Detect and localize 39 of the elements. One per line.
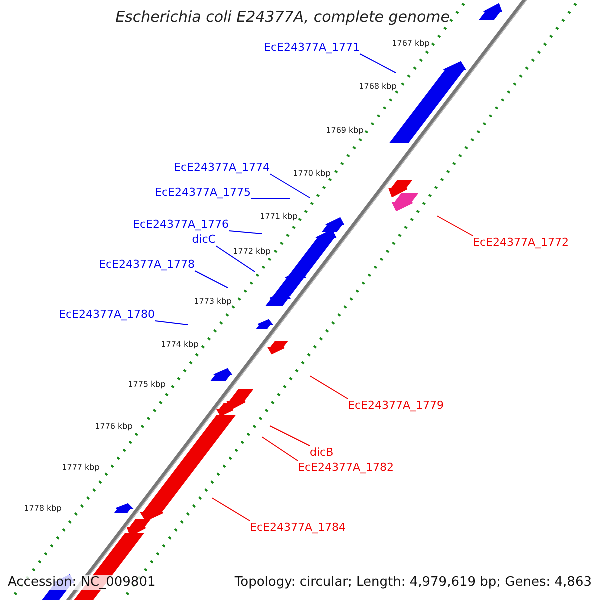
tick-label: 1776 kbp: [95, 422, 133, 432]
leader-line: [436, 216, 474, 236]
tick-label: 1768 kbp: [359, 82, 397, 92]
leader-line: [212, 498, 250, 522]
tick-label: 1771 kbp: [260, 212, 298, 222]
tick-label: 1774 kbp: [161, 340, 199, 350]
leader-line: [270, 426, 310, 446]
gene-label: EcE24377A_1780: [59, 308, 155, 321]
tick-label: 1777 kbp: [62, 463, 100, 473]
leader-line: [154, 320, 188, 326]
leader-line: [216, 246, 256, 272]
gene-label: EcE24377A_1782: [298, 461, 394, 474]
tick-label: 1770 kbp: [293, 169, 331, 179]
gene-label: dicB: [310, 446, 334, 459]
gene-label: EcE24377A_1774: [174, 161, 270, 174]
leader-line: [360, 54, 396, 74]
leader-line: [194, 270, 228, 288]
gene-label: EcE24377A_1775: [155, 186, 251, 199]
gene-label: EcE24377A_1784: [250, 521, 346, 534]
gene-label: EcE24377A_1771: [264, 41, 360, 54]
tick-label: 1773 kbp: [194, 297, 232, 307]
tick-label: 1775 kbp: [128, 380, 166, 390]
tick-label: 1772 kbp: [233, 247, 271, 257]
gene-label: EcE24377A_1778: [99, 258, 195, 271]
leader-line: [310, 376, 348, 400]
tick-label: 1778 kbp: [24, 504, 62, 514]
leader-line: [228, 230, 262, 234]
gene-label: EcE24377A_1772: [473, 236, 569, 249]
tick-label: 1767 kbp: [392, 39, 430, 49]
gene-label: dicC: [192, 233, 216, 246]
gene-label: EcE24377A_1776: [133, 218, 229, 231]
leader-line: [270, 174, 310, 198]
gene-label: EcE24377A_1779: [348, 399, 444, 412]
leader-line: [262, 436, 298, 462]
leader-line: [250, 198, 290, 200]
map-title: Escherichia coli E24377A, complete genome: [116, 8, 450, 26]
tick-label: 1769 kbp: [326, 126, 364, 136]
accession-text: Accession: NC_009801: [8, 575, 156, 590]
genome-summary-text: Topology: circular; Length: 4,979,619 bp; Genes: 4,863: [234, 575, 592, 590]
